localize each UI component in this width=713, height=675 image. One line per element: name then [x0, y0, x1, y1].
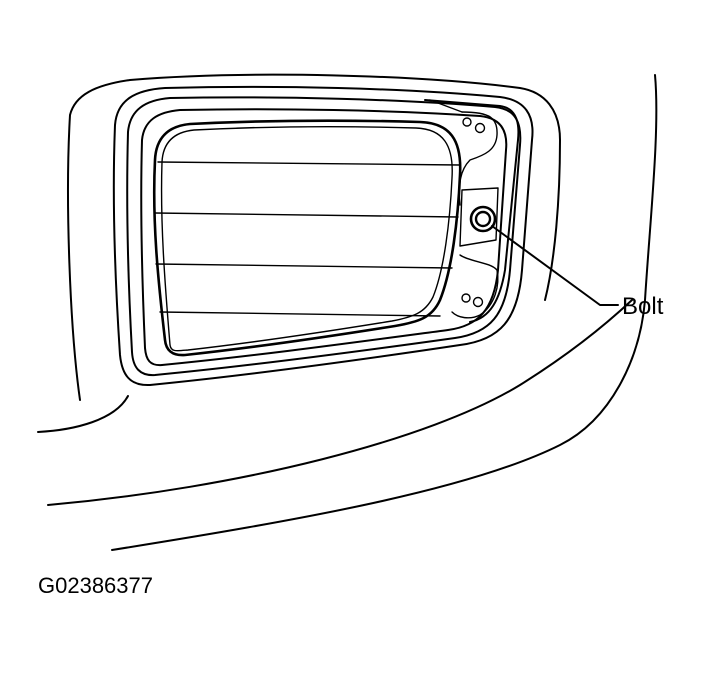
lamp-housing: [112, 85, 534, 387]
figure-code: G02386377: [38, 573, 153, 598]
bolt: [469, 205, 497, 233]
bumper-upper-line: [47, 299, 633, 506]
bracket-top-seam: [429, 99, 463, 113]
bolt-leader-line: [491, 225, 619, 306]
upper-hole-1: [462, 117, 472, 127]
lower-left-body-line: [37, 395, 129, 433]
outer-rim: [112, 85, 534, 387]
louver-line-4: [159, 311, 441, 317]
lower-hole-2: [472, 296, 484, 308]
outer-panel-curve: [67, 73, 561, 401]
body-panel-outline: [37, 73, 658, 551]
louver-line-1: [157, 161, 461, 166]
lamp-lens: [152, 119, 462, 357]
louver-line-3: [155, 263, 453, 269]
bolt-head-inner: [474, 210, 492, 228]
bolt-label: Bolt: [622, 293, 664, 320]
bracket-bolt-pocket: [459, 187, 499, 247]
bolt-callout: Bolt: [491, 225, 664, 320]
upper-hole-2: [474, 122, 486, 134]
mounting-bracket: [424, 99, 520, 323]
bracket-outer-edge: [424, 99, 520, 323]
middle-rim: [126, 96, 522, 377]
lower-hole-1: [461, 293, 471, 303]
louver-line-2: [154, 212, 459, 218]
bumper-lower-line: [111, 74, 658, 551]
bracket-lower-plate: [451, 254, 499, 319]
bracket-upper-plate: [458, 111, 498, 206]
inner-rim: [140, 108, 508, 367]
lens-outline: [152, 119, 462, 357]
lens-inner-outline: [160, 125, 453, 352]
